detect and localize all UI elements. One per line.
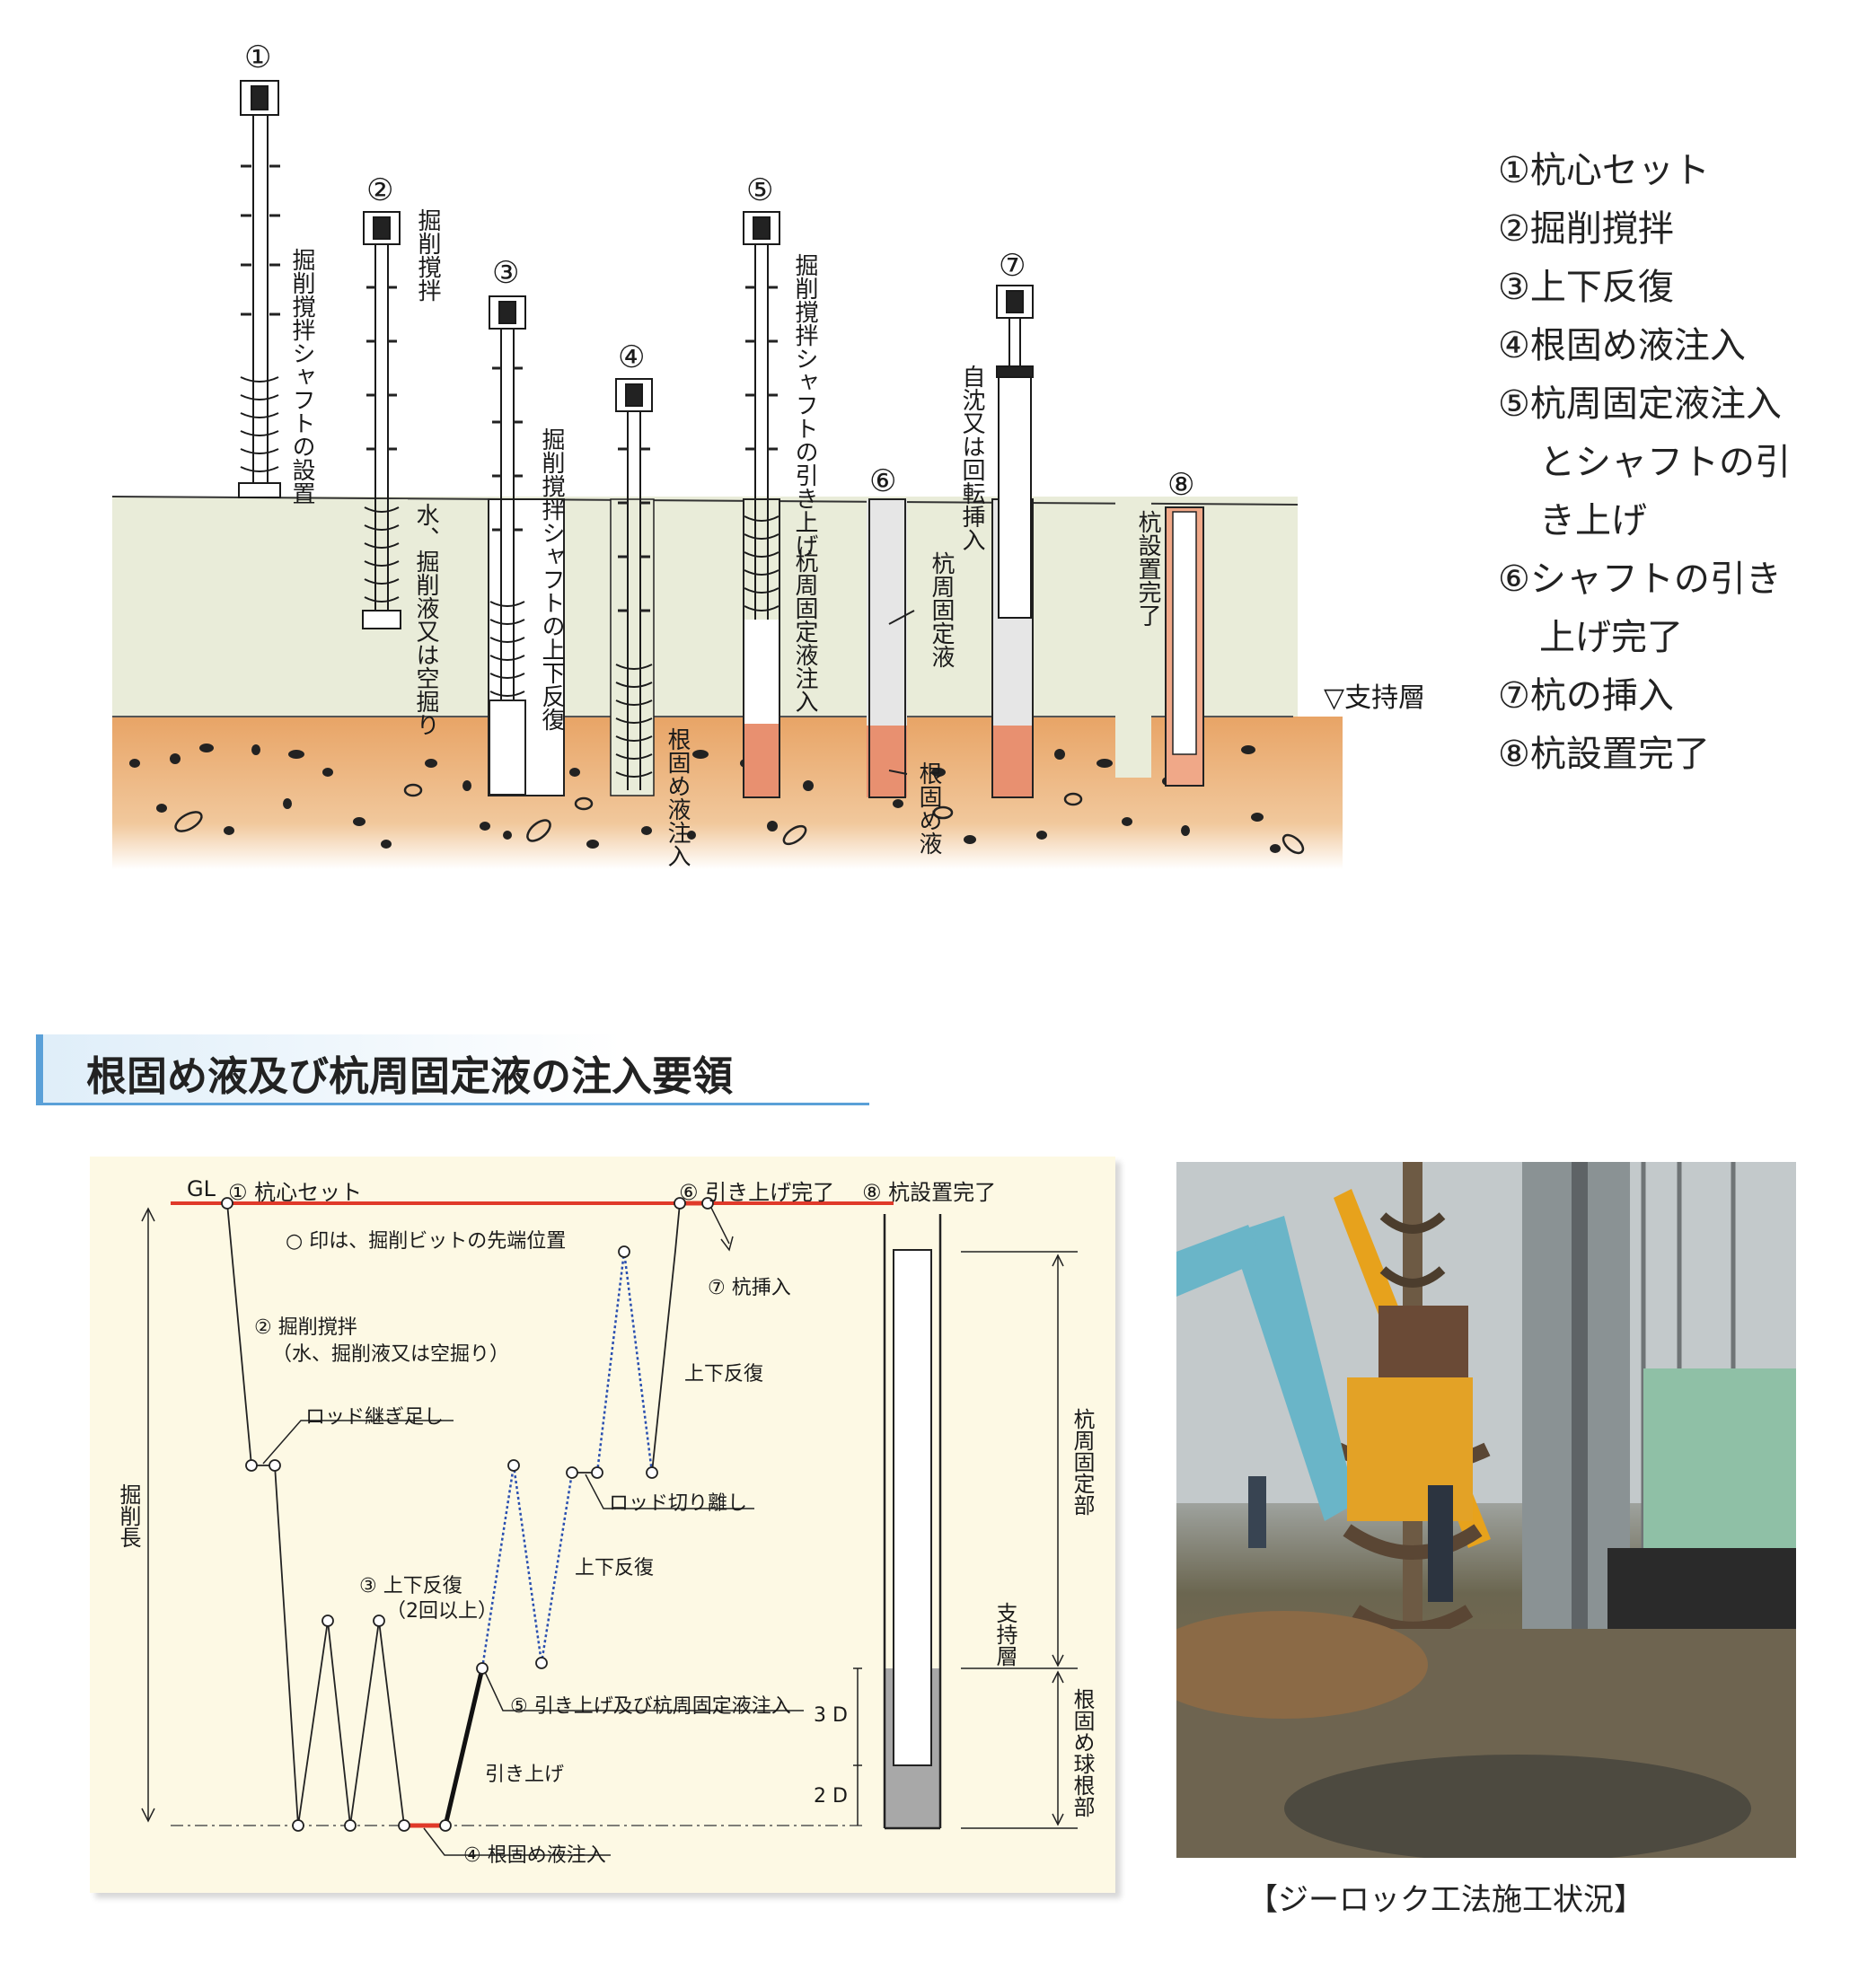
- step-4-label: 根固め液注入: [664, 727, 691, 867]
- step-number-7: ⑦: [999, 248, 1026, 284]
- support-layer-chart-label: 支持層: [992, 1602, 1017, 1667]
- up-down-label-2: 上下反復: [684, 1363, 764, 1386]
- fixing-part-label: 杭周固定部: [1070, 1408, 1095, 1516]
- step-1-label: 掘削撹拌シャフトの設置: [288, 248, 315, 505]
- legend-item-8: ⑧杭設置完了: [1498, 734, 1710, 775]
- excavation-length-label: 掘削長: [116, 1483, 141, 1548]
- legend-item-5-cont2: き上げ: [1539, 500, 1647, 541]
- step-number-1: ①: [244, 40, 272, 75]
- photo-drawing: [1176, 1162, 1796, 1858]
- step-number-6: ⑥: [869, 463, 897, 499]
- pull-up-label: 引き上げ: [485, 1764, 565, 1786]
- step-8-label-chart: ⑧ 杭設置完了: [862, 1180, 997, 1205]
- section-title-bar: 根固め液及び杭周固定液の注入要領: [36, 1034, 869, 1105]
- legend-item-6-cont: 上げ完了: [1539, 617, 1683, 658]
- step-2-note: 水、掘削液又は空掘り: [412, 503, 439, 736]
- steps-legend: ①杭心セット ②掘削撹拌 ③上下反復 ④根固め液注入 ⑤杭周固定液注入 とシャフ…: [1498, 142, 1791, 784]
- step-6-label-chart: ⑥ 引き上げ完了: [679, 1180, 835, 1205]
- marker-note: ○ 印は、掘削ビットの先端位置: [286, 1230, 567, 1253]
- step-2-label: 掘削撹拌: [414, 208, 441, 302]
- dimension-2d: 2 D: [814, 1785, 848, 1808]
- section-title: 根固め液及び杭周固定液の注入要領: [86, 1052, 734, 1100]
- step-1-set-label: ① 杭心セット: [228, 1180, 363, 1205]
- step-number-5: ⑤: [746, 172, 774, 208]
- rod-cut-label: ロッド切り離し: [609, 1492, 748, 1515]
- legend-item-5: ⑤杭周固定液注入: [1498, 383, 1782, 425]
- legend-item-5-cont: とシャフトの引: [1539, 442, 1791, 483]
- step-number-8: ⑧: [1167, 467, 1195, 503]
- step-3-label: 掘削撹拌シャフトの上下反復: [538, 427, 565, 731]
- up-down-label-1: 上下反復: [575, 1557, 655, 1579]
- support-layer-label: ▽支持層: [1324, 682, 1426, 714]
- step-5-label: 掘削撹拌シャフトの引き上げ: [791, 253, 818, 557]
- photo-caption: 【ジーロック工法施工状況】: [1247, 1882, 1644, 1918]
- step-2-label-chart: ② 掘削撹拌: [254, 1316, 357, 1339]
- step-4-label-chart: ④ 根固め液注入: [463, 1844, 606, 1867]
- step-number-4: ④: [618, 339, 646, 375]
- step-2-note-chart: （水、掘削液又は空掘り）: [272, 1343, 510, 1366]
- legend-item-7: ⑦杭の挿入: [1498, 675, 1674, 717]
- root-bulb-label: 根固め球根部: [1070, 1688, 1095, 1817]
- step-6-label: 杭周固定液: [928, 551, 955, 668]
- dimension-3d: 3 D: [814, 1704, 848, 1727]
- legend-item-1: ①杭心セット: [1498, 150, 1710, 191]
- legend-item-4: ④根固め液注入: [1498, 325, 1746, 366]
- step-6-note: 根固め液: [915, 761, 942, 855]
- rod-add-label: ロッド継ぎ足し: [305, 1406, 445, 1429]
- step-8-label: 杭設置完了: [1134, 510, 1161, 627]
- legend-item-3: ③上下反復: [1498, 267, 1674, 308]
- construction-steps-diagram: [111, 80, 1343, 869]
- legend-item-2: ②掘削撹拌: [1498, 208, 1674, 250]
- ground-layer: [112, 497, 1298, 717]
- step-number-3: ③: [492, 255, 520, 291]
- construction-photo: [1176, 1162, 1796, 1858]
- step-7-label: 自沈又は回転挿入: [958, 365, 985, 551]
- legend-item-6: ⑥シャフトの引き: [1498, 559, 1782, 600]
- step-3-note-chart: （2回以上）: [386, 1600, 498, 1623]
- step-5-note: 杭周固定液注入: [791, 550, 818, 713]
- injection-chart-panel: [90, 1157, 1115, 1893]
- step-3-label-chart: ③ 上下反復: [359, 1575, 462, 1597]
- step-7-label-chart: ⑦ 杭挿入: [708, 1277, 791, 1299]
- gl-label: GL: [187, 1176, 216, 1201]
- step-number-2: ②: [366, 172, 394, 208]
- step-5-label-chart: ⑤ 引き上げ及び杭周固定液注入: [510, 1695, 791, 1718]
- pebbles-outline: [174, 783, 1305, 855]
